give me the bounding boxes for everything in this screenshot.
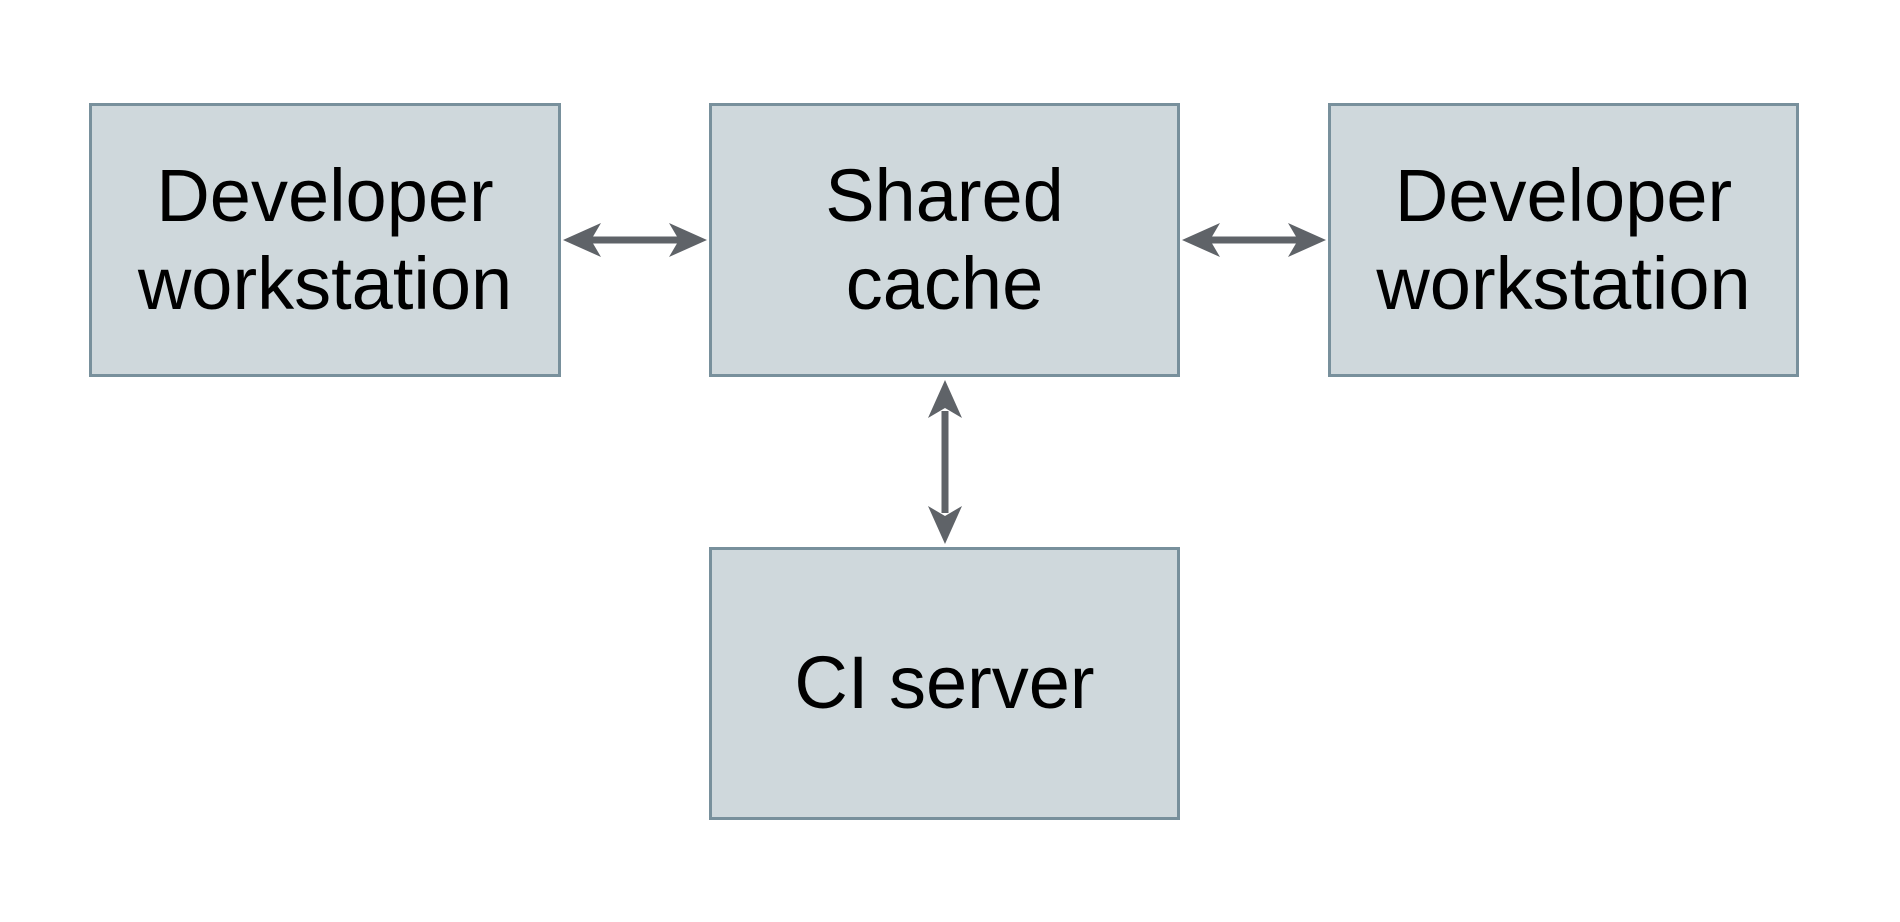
node-label-line: Shared: [825, 153, 1064, 237]
bidirectional-arrow-cache-ciserver: [928, 380, 962, 544]
bidirectional-arrow-cache-devright: [1182, 223, 1326, 257]
node-label-line: Developer: [156, 153, 494, 237]
node-label-line: CI server: [794, 641, 1095, 725]
node-developer-workstation-left: Developer workstation: [89, 103, 561, 377]
node-shared-cache: Shared cache: [709, 103, 1180, 377]
node-label-line: cache: [845, 242, 1044, 325]
node-developer-workstation-right: Developer workstation: [1328, 103, 1799, 377]
node-ci-server: CI server: [709, 547, 1180, 820]
node-label-line: workstation: [1376, 242, 1751, 325]
node-label-line: Developer: [1394, 153, 1733, 237]
node-label-line: workstation: [137, 242, 513, 325]
bidirectional-arrow-devleft-cache: [563, 223, 707, 257]
